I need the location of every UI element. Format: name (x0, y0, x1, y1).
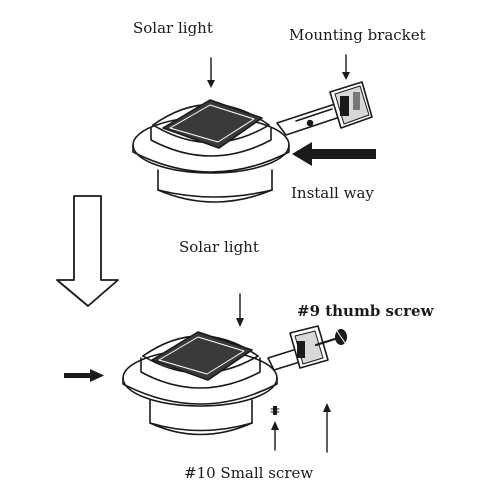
arrow-install-way (292, 142, 376, 166)
label-solar-light-top: Solar light (133, 19, 213, 37)
label-small-screw: #10 Small screw (184, 464, 314, 482)
arrow-left-side (64, 369, 104, 382)
label-install-way: Install way (291, 184, 374, 202)
solar-light-bottom (122, 331, 278, 436)
arrow-up-right (323, 403, 331, 453)
arrow-solar-light-bottom (236, 293, 244, 327)
label-solar-light-middle: Solar light (179, 238, 259, 256)
label-thumb-screw: #9 thumb screw (297, 302, 434, 320)
small-screw-icon (270, 406, 280, 415)
mounting-bracket-top (276, 81, 373, 136)
label-mounting-bracket: Mounting bracket (289, 26, 426, 44)
arrow-solar-light-top (207, 57, 215, 88)
arrow-small-screw (271, 421, 279, 451)
mounting-bracket-bottom (267, 325, 347, 371)
solar-light-top (132, 99, 290, 203)
big-down-arrow (56, 195, 119, 307)
arrow-mounting-bracket (342, 54, 350, 80)
